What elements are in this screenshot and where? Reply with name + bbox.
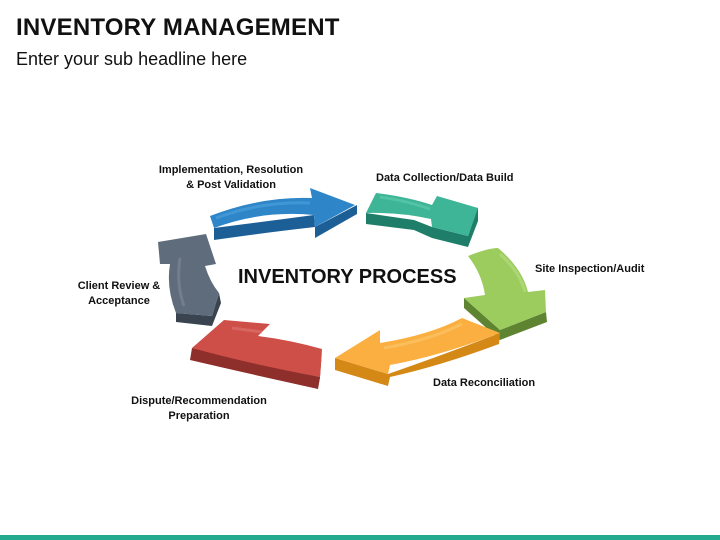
arrow-dispute bbox=[190, 320, 322, 389]
center-title: INVENTORY PROCESS bbox=[238, 266, 457, 288]
step-label-line: Acceptance bbox=[88, 295, 150, 307]
step-label-line: Data Collection/Data Build bbox=[376, 172, 514, 184]
step-label-dispute: Dispute/Recommendation Preparation bbox=[122, 394, 276, 424]
step-label-data-collection: Data Collection/Data Build bbox=[376, 171, 514, 186]
step-label-implementation: Implementation, Resolution & Post Valida… bbox=[150, 163, 312, 193]
step-label-line: Dispute/Recommendation bbox=[131, 395, 267, 407]
arrow-client-review bbox=[158, 234, 221, 326]
arrow-implementation bbox=[210, 188, 357, 240]
page-title: INVENTORY MANAGEMENT bbox=[16, 14, 340, 41]
arrow-data-reconciliation bbox=[335, 318, 500, 386]
step-label-line: Client Review & bbox=[77, 280, 161, 292]
arrow-data-collection bbox=[366, 193, 478, 247]
step-label-line: Site Inspection/Audit bbox=[535, 263, 645, 275]
step-label-data-reconciliation: Data Reconciliation bbox=[433, 376, 535, 391]
footer-bar bbox=[0, 535, 720, 540]
step-label-client-review: Client Review & Acceptance bbox=[70, 279, 168, 309]
step-label-site-inspection: Site Inspection/Audit bbox=[535, 262, 644, 277]
step-label-line: & Post Validation bbox=[186, 179, 276, 191]
page-subtitle: Enter your sub headline here bbox=[16, 49, 248, 69]
step-label-line: Implementation, Resolution bbox=[158, 164, 304, 176]
step-label-line: Data Reconciliation bbox=[433, 377, 536, 389]
step-label-line: Preparation bbox=[168, 410, 230, 422]
arrow-site-inspection bbox=[464, 248, 547, 340]
